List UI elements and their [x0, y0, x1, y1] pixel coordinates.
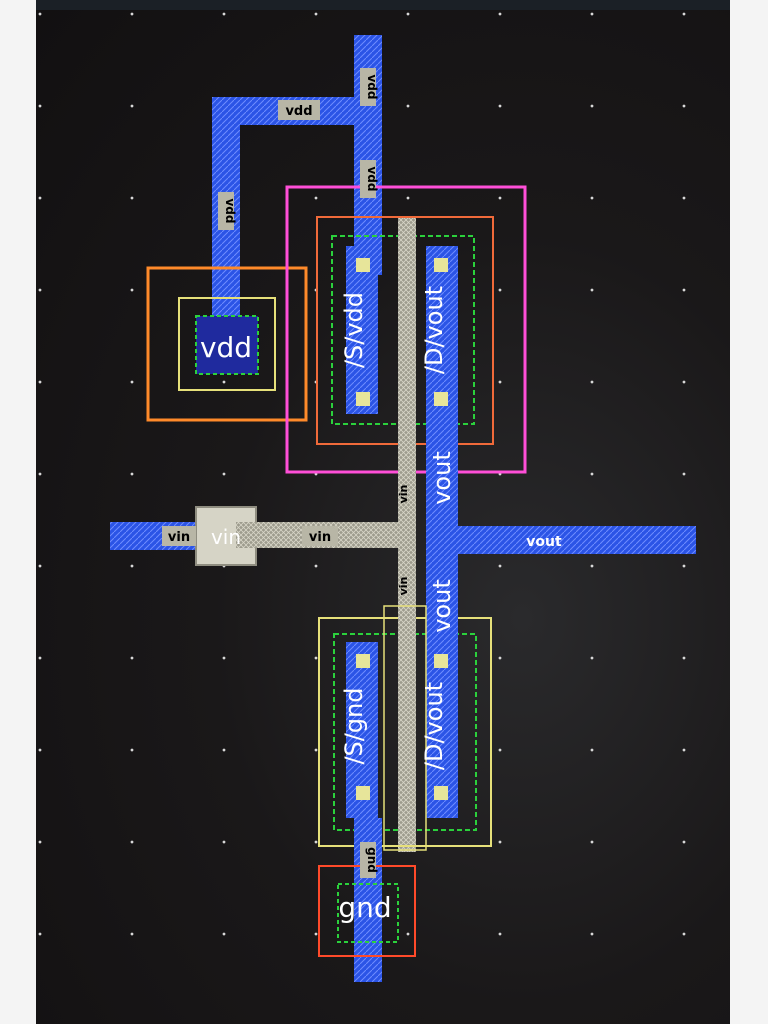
nmos-drain-via-top [434, 654, 448, 668]
wire-label-vdd-right-mid: vdd [365, 166, 379, 191]
pmos-drain-metal[interactable] [426, 246, 458, 414]
pmos-source-via-bottom [356, 392, 370, 406]
nmos-transistor[interactable] [318, 605, 492, 851]
wire-label-vdd-right-top: vdd [365, 74, 379, 99]
wire-label-vdd-horizontal: vdd [285, 104, 312, 119]
wire-label-vin-gate-top: vin [397, 485, 410, 504]
nmos-gate-poly[interactable] [398, 610, 416, 842]
vdd-pin-outer-box [146, 266, 308, 422]
nmos-gate-outline [383, 605, 427, 851]
pmos-gate-poly[interactable] [398, 218, 416, 476]
nmos-drain-via-bottom [434, 786, 448, 800]
pmos-transistor[interactable] [285, 185, 527, 476]
wire-label-vin-left: vin [168, 530, 190, 545]
pmos-source-via-top [356, 258, 370, 272]
pmos-drain-via-bottom [434, 392, 448, 406]
pmos-source-metal[interactable] [346, 246, 378, 414]
nmos-drain-metal[interactable] [426, 614, 458, 818]
wire-label-vin-mid: vin [309, 530, 331, 545]
wire-label-gnd: gnd [365, 847, 379, 873]
vout-horizontal-wire[interactable] [426, 526, 696, 554]
layout-canvas[interactable]: vdd vdd vdd vdd vin vin vin vin vout gnd… [36, 10, 730, 1024]
wire-label-vdd-left: vdd [223, 198, 237, 223]
nmos-source-label: /S/gnd [340, 687, 368, 764]
pmos-drain-label: /D/vout [420, 286, 448, 374]
wire-label-vin-gate-bottom: vin [397, 577, 410, 596]
vout-net[interactable] [426, 414, 696, 614]
monitor-bezel-right [730, 0, 768, 1024]
big-labels: vdd gnd /S/vdd /D/vout /S/gnd /D/vout vo… [200, 286, 456, 924]
nmos-source-via-top [356, 654, 370, 668]
vout-vertical-wire[interactable] [426, 414, 458, 614]
monitor-bezel-left [0, 0, 36, 1024]
vdd-pin-inner-box [178, 297, 276, 391]
gnd-pin-active [337, 883, 399, 943]
vout-label-top: vout [428, 451, 456, 505]
vdd-pin[interactable] [146, 266, 308, 422]
wire-label-vout-right: vout [526, 534, 562, 550]
vout-label-bottom: vout [428, 579, 456, 633]
nmos-drain-label: /D/vout [420, 682, 448, 770]
vdd-pin-label: vdd [200, 331, 252, 364]
monitor-top-strip [36, 0, 730, 10]
gnd-pin-label: gnd [338, 891, 391, 924]
pmos-drain-via-top [434, 258, 448, 272]
nmos-source-via-bottom [356, 786, 370, 800]
vin-pin-label: vin [211, 525, 241, 549]
pmos-source-label: /S/vdd [340, 292, 368, 368]
layout-svg[interactable]: vdd vdd vdd vdd vin vin vin vin vout gnd… [36, 10, 730, 1024]
grid-dots [36, 10, 730, 1024]
vdd-pin-active [195, 315, 259, 375]
wire-labels: vdd vdd vdd vdd vin vin vin vin vout gnd [162, 68, 562, 878]
